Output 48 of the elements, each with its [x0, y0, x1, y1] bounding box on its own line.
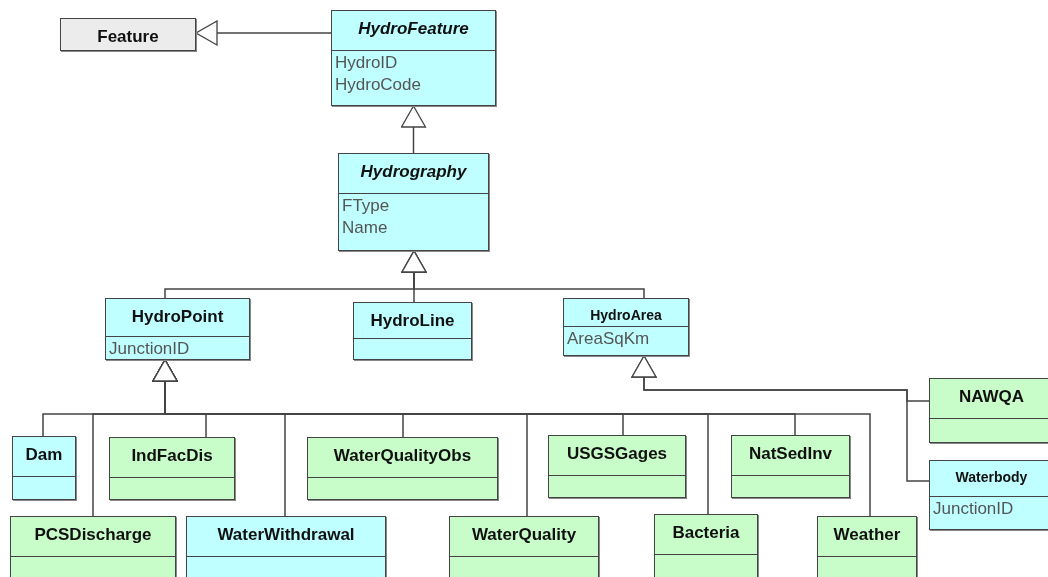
class-box — [353, 302, 472, 360]
class-name: WaterWithdrawal — [187, 517, 385, 557]
class-box — [109, 437, 235, 500]
generalization-arrow — [152, 359, 871, 517]
class-name: Weather — [818, 517, 916, 557]
class-box — [307, 437, 498, 500]
class-name: HydroLine — [354, 303, 471, 339]
class-box — [10, 516, 176, 577]
class-box — [449, 516, 599, 577]
class-name: WaterQuality — [450, 517, 598, 557]
class-name: USGSGages — [549, 436, 685, 476]
class-box — [563, 298, 689, 356]
class-box — [60, 18, 196, 51]
class-box — [929, 460, 1048, 530]
class-box — [731, 435, 850, 498]
class-name: WaterQualityObs — [308, 438, 497, 478]
class-name: NAWQA — [930, 379, 1048, 419]
attribute-name: AreaSqKm — [566, 328, 651, 350]
class-name: NatSedInv — [732, 436, 849, 476]
class-name: HydroPoint — [106, 299, 249, 337]
class-name: Hydrography — [339, 154, 488, 194]
class-box — [548, 435, 686, 498]
class-name: Bacteria — [655, 515, 757, 555]
generalization-arrow — [195, 20, 332, 46]
generalization-arrow — [401, 250, 645, 299]
class-box — [331, 10, 496, 106]
class-box — [105, 298, 250, 360]
class-box — [186, 516, 386, 577]
class-name: IndFacDis — [110, 438, 234, 478]
generalization-arrow — [631, 355, 930, 482]
class-box — [929, 378, 1048, 443]
attribute-name: JunctionID — [108, 338, 191, 360]
attribute-name: HydroCode — [334, 74, 422, 96]
class-name: PCSDischarge — [11, 517, 175, 557]
class-box — [12, 436, 76, 500]
class-name: Waterbody — [930, 461, 1048, 497]
class-name: Feature — [96, 26, 160, 48]
generalization-arrow — [400, 105, 427, 154]
class-name: HydroFeature — [332, 11, 495, 51]
class-box — [817, 516, 917, 577]
class-name: Dam — [13, 437, 75, 477]
attribute-name: FType — [341, 195, 391, 217]
class-name: HydroArea — [564, 299, 688, 327]
attribute-name: Name — [341, 217, 389, 239]
class-box — [338, 153, 489, 251]
attribute-name: JunctionID — [932, 498, 1015, 520]
class-box — [654, 514, 758, 577]
attribute-name: HydroID — [334, 52, 399, 74]
